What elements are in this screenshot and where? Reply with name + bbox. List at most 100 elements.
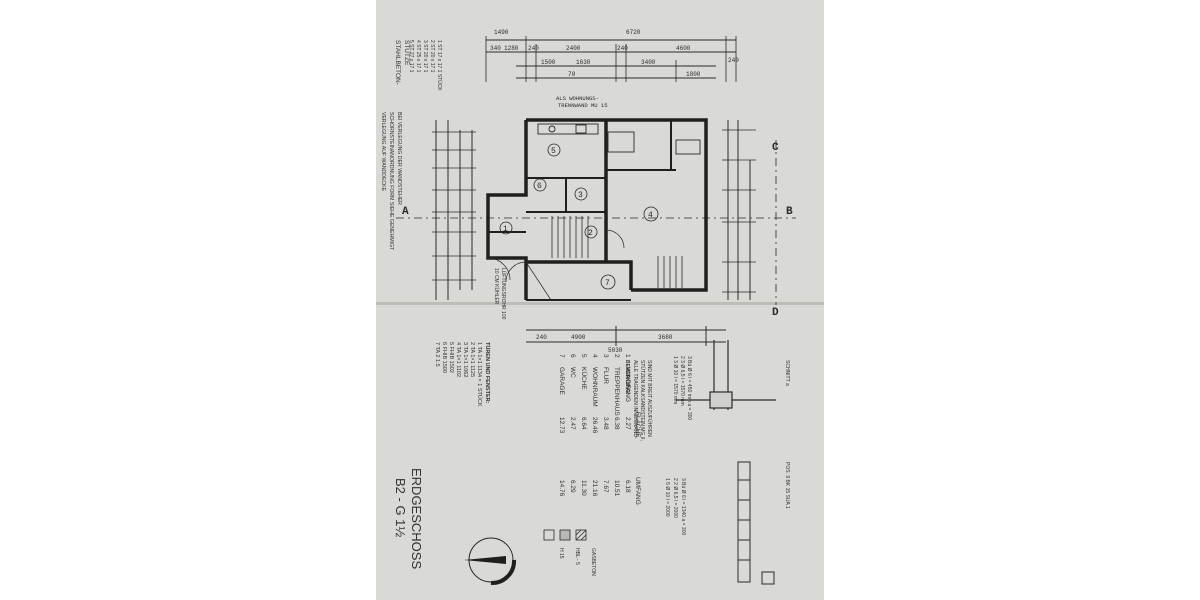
stahlbeton-row-4: 4 ST 25 x 17 1 bbox=[415, 40, 421, 73]
dim-top-12: 1800 bbox=[686, 71, 701, 78]
floor-plan-drawing: 1490 6720 340 1280 240 2400 240 4600 240… bbox=[380, 29, 796, 586]
verlegung-line-1: BEI VERLEGUNG DER WANDSTEHER bbox=[396, 112, 402, 205]
stahlbeton-title-2: STÜTZE bbox=[403, 40, 411, 66]
dim-top-9: 1500 bbox=[541, 59, 556, 66]
dim-top-3: 1280 bbox=[504, 45, 519, 52]
tueren-row-5: 5 FHIB 1502 bbox=[448, 342, 454, 373]
legend-label-2: HBL - 5 bbox=[574, 548, 580, 565]
dim-bottom-3: 5030 bbox=[608, 347, 623, 354]
room-number-3: 3 bbox=[578, 191, 583, 200]
room-row-name: TREPPENHAUS bbox=[613, 367, 620, 416]
dim-item-1: 1 3 Ø 10 l = 1570 mm bbox=[672, 356, 678, 404]
room-row-area: 2.47 bbox=[569, 417, 576, 430]
dim-item-2: 2 3 Ø 6,5 l = 1570 mm bbox=[679, 356, 685, 406]
room-number-4: 4 bbox=[648, 211, 653, 220]
dim-top-6: 240 bbox=[617, 45, 628, 52]
section-mark-d: D bbox=[772, 307, 779, 319]
stahlbeton-row-2: 2 ST 20 x 17 1 bbox=[429, 40, 435, 73]
drawing-title: ERDGESCHOSS bbox=[409, 468, 424, 569]
luftung-line-1: LÜFTUNGSROHR 100 bbox=[500, 268, 507, 320]
stahlbeton-title-1: STAHLBETON- bbox=[394, 40, 401, 85]
room-row-area: 3.48 bbox=[602, 417, 609, 430]
room-row-perimeter: 6.29 bbox=[569, 480, 576, 493]
page-fold bbox=[376, 302, 824, 305]
verlegung-line-2: SCHORNSTEINANORDNUNG FORM SIEHE GENEHMIG… bbox=[388, 112, 394, 251]
room-row-perimeter: 6.18 bbox=[624, 480, 631, 493]
room-row-perimeter: 21.16 bbox=[591, 480, 598, 497]
room-row-perimeter: 10.51 bbox=[613, 480, 620, 497]
room-row-area: 2.27 bbox=[624, 417, 631, 430]
tueren-row-4: 4 TA 1×1 1102 bbox=[455, 342, 461, 377]
room-number-2: 2 bbox=[588, 229, 593, 238]
section-mark-b: B bbox=[786, 206, 793, 218]
stahlbeton-row-1: 1 ST 17 x 17 1 STÜCK bbox=[436, 40, 443, 91]
room-row-area: 6.38 bbox=[613, 417, 620, 430]
north-arrow bbox=[464, 537, 517, 586]
dim-top-8: 240 bbox=[728, 57, 739, 64]
room-row-no: 2 bbox=[613, 354, 620, 358]
dim-top-4: 240 bbox=[528, 45, 539, 52]
verlegung-line-3: VERLEGUNG AUF WANDDECKE bbox=[380, 112, 386, 192]
room-number-1: 1 bbox=[503, 225, 508, 234]
room-row-perimeter: 14.76 bbox=[558, 480, 565, 497]
room-row-name: FLUR bbox=[602, 367, 609, 384]
dim-top-0: 1490 bbox=[494, 29, 509, 36]
legend-label-3: H 15 bbox=[558, 548, 564, 559]
room-row-area: 26.46 bbox=[591, 417, 598, 434]
room-row-no: 3 bbox=[602, 354, 609, 358]
room-number-7: 7 bbox=[605, 279, 610, 288]
room-row-no: 6 bbox=[569, 354, 576, 358]
tueren-row-2: 2 TA 1×1 1125 bbox=[469, 342, 475, 377]
luftung-line-2: 10 CM KÜHLER bbox=[493, 268, 500, 305]
bemerkung-line-3: SIND MIT BREIT AUSZUFÜHREN bbox=[646, 360, 653, 437]
dim-item-b-2: 2 2 Ø 6,5 l = 2000 bbox=[672, 478, 678, 518]
dim-bottom-2: 3680 bbox=[658, 334, 673, 341]
room-row-name: GARAGE bbox=[558, 367, 565, 395]
dim-top-2: 340 bbox=[490, 45, 501, 52]
room-row-no: 1 bbox=[624, 354, 631, 358]
schnitt-label: SCHNITT a bbox=[784, 360, 790, 386]
dim-item-b-3: 3 Bü Ø 6 l = 1340 a = 300 bbox=[680, 478, 686, 535]
room-row-name: WINDFANG bbox=[624, 367, 631, 402]
tueren-row-3: 3 TA 1×1 1062 bbox=[462, 342, 468, 377]
partition-note-1: ALS WOHNUNGS- bbox=[556, 95, 599, 102]
room-row-name: WC bbox=[569, 367, 576, 378]
rooms-header-perimeter: UMFANG bbox=[634, 477, 641, 505]
room-number-6: 6 bbox=[537, 182, 542, 191]
section-mark-a: A bbox=[402, 206, 409, 218]
drawing-subtitle: B2 - G 1½ bbox=[393, 478, 408, 537]
room-row-name: KÜCHE bbox=[580, 367, 588, 390]
room-row-no: 5 bbox=[580, 354, 587, 358]
partition-note-2: TRENNWAND MU 15 bbox=[558, 102, 608, 109]
dim-top-1: 6720 bbox=[626, 29, 641, 36]
stahlbeton-row-3: 3 ST 20 x 17 1 bbox=[422, 40, 428, 73]
dim-bottom-0: 240 bbox=[536, 334, 547, 341]
dim-item-b-1: 1 5 Ø 10 l = 2000 bbox=[664, 478, 670, 517]
stahlbeton-row-5: 5 ST 27 x 17 1 bbox=[408, 40, 414, 73]
dim-top-13: 70 bbox=[568, 71, 576, 78]
tueren-row-6: 6 FHIB 1500 bbox=[441, 342, 447, 373]
blueprint-sheet: 1490 6720 340 1280 240 2400 240 4600 240… bbox=[376, 0, 824, 600]
section-mark-c: C bbox=[772, 142, 779, 154]
room-row-no: 4 bbox=[591, 354, 598, 358]
dim-bottom-1: 4900 bbox=[571, 334, 586, 341]
pos-label: POS. 9 BK 15 SUA 1 bbox=[784, 462, 790, 509]
dim-top-11: 3400 bbox=[641, 59, 656, 66]
room-row-area: 6.64 bbox=[580, 417, 587, 430]
dim-top-10: 1630 bbox=[576, 59, 591, 66]
dim-top-7: 4600 bbox=[676, 45, 691, 52]
tueren-title: TÜREN UND FENSTER: bbox=[484, 342, 491, 404]
room-row-perimeter: 7.67 bbox=[602, 480, 609, 493]
room-row-name: WOHNRAUM bbox=[591, 367, 598, 407]
tueren-row-7: 7 TA 2 1.5 bbox=[434, 342, 440, 367]
legend-label-1: GASBETON bbox=[590, 548, 596, 576]
rooms-header-area: FLÄCHE bbox=[634, 412, 642, 438]
bemerkung-line-2: STÜTZEN KALKSANDSTEIN MG II, bbox=[639, 360, 646, 441]
dim-item-3: 3 Bü Ø 6 l = 450 mm a = 300 bbox=[686, 356, 692, 420]
room-number-5: 5 bbox=[551, 147, 556, 156]
room-row-no: 7 bbox=[558, 354, 565, 358]
dim-top-5: 2400 bbox=[566, 45, 581, 52]
room-row-area: 12.73 bbox=[558, 417, 565, 434]
bemerkung-line-1: ALLE TRAGENDEN INNENWAND- bbox=[632, 360, 638, 439]
